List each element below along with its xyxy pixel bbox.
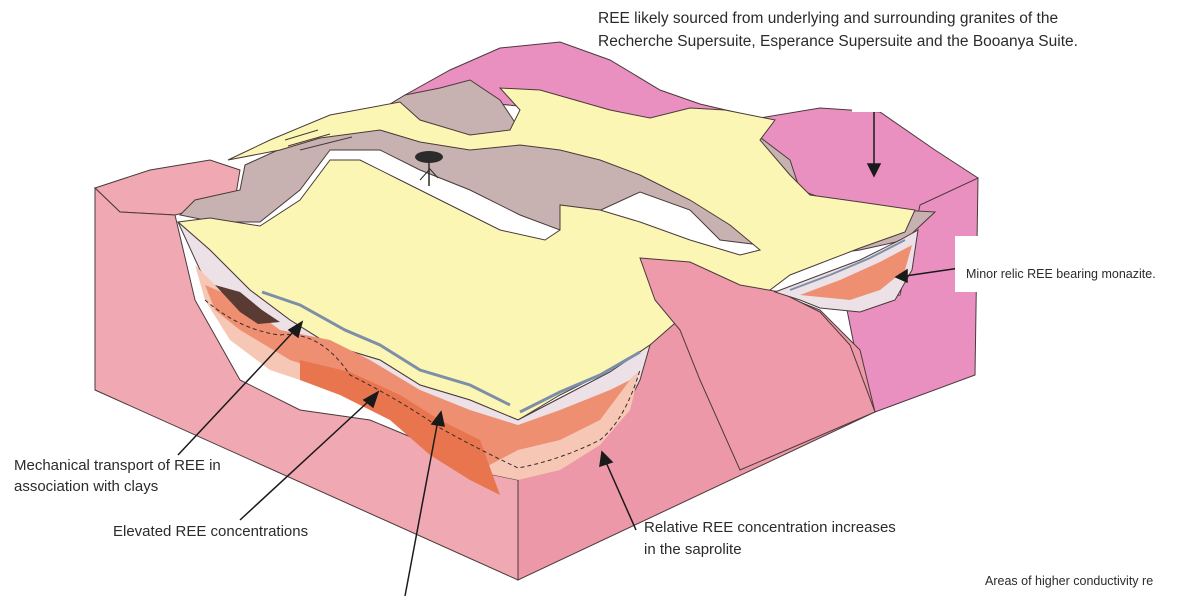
conductivity-callout: Areas of higher conductivity re	[985, 573, 1153, 589]
relative-callout-line2: in the saprolite	[644, 540, 742, 560]
transport-callout-line2: association with clays	[14, 477, 158, 497]
source-callout-line1: REE likely sourced from underlying and s…	[598, 8, 1058, 30]
elevated-callout: Elevated REE concentrations	[113, 522, 308, 542]
monazite-label-box	[955, 236, 1183, 292]
relative-callout-line1: Relative REE concentration increases	[644, 518, 896, 538]
top-right-white-box	[852, 56, 1002, 112]
monazite-callout: Minor relic REE bearing monazite.	[966, 266, 1156, 282]
source-callout-line2: Recherche Supersuite, Esperance Supersui…	[598, 31, 1078, 53]
transport-callout-line1: Mechanical transport of REE in	[14, 456, 221, 476]
